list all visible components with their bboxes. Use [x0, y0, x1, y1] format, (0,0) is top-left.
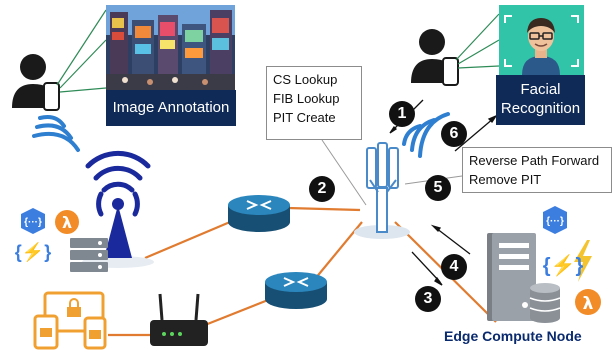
- database-icon: [529, 283, 561, 323]
- lambda-symbol-left: λ: [62, 213, 72, 232]
- router-box-pointer: [321, 139, 367, 206]
- user-right-head: [419, 29, 445, 55]
- locked-devices-icon: [33, 291, 107, 350]
- facial-recognition-line1: Facial: [520, 81, 561, 99]
- step-4-badge: 4: [441, 254, 467, 280]
- link-router-a-ap: [287, 206, 361, 212]
- reverse-path-box: Reverse Path Forward Remove PIT: [462, 147, 612, 193]
- user-right: [411, 29, 459, 86]
- lambda-icon-right: [575, 289, 601, 315]
- step-1-badge: 1: [389, 101, 415, 127]
- router-op-pit-create: PIT Create: [273, 110, 336, 125]
- user-left-head: [20, 54, 46, 80]
- lambda-symbol-right: λ: [583, 294, 594, 314]
- wifi-waves-left: [32, 115, 80, 152]
- access-point: [354, 142, 410, 239]
- reverse-path-forward-text: Reverse Path Forward: [469, 153, 600, 168]
- link-router-b-home-router: [204, 298, 269, 327]
- step-5-badge: 5: [425, 175, 451, 201]
- city-photo: [106, 5, 235, 90]
- edge-compute-node-label: Edge Compute Node: [444, 328, 582, 344]
- facial-recognition-label: Facial Recognition: [496, 75, 585, 125]
- api-symbol-right: {···}: [546, 216, 564, 227]
- bolt-icon-right: [574, 240, 592, 282]
- router-a: [228, 195, 290, 232]
- api-icon-right: [543, 206, 567, 234]
- step-6-badge: 6: [441, 121, 467, 147]
- function-icon-left: {⚡}: [15, 241, 51, 263]
- user-left-phone: [43, 82, 60, 111]
- image-annotation-text: Image Annotation: [112, 98, 230, 116]
- face-image: [499, 5, 584, 75]
- svg-text:{⚡}: {⚡}: [15, 241, 51, 263]
- wifi-waves-right: [402, 112, 450, 158]
- router-op-cs-lookup: CS Lookup: [273, 72, 338, 87]
- face-link-lines: [455, 13, 500, 69]
- facial-recognition-line2: Recognition: [500, 100, 581, 117]
- remove-pit-text: Remove PIT: [469, 172, 542, 187]
- lambda-icon-left: [55, 210, 79, 234]
- api-symbol-left: {···}: [24, 217, 42, 228]
- server-stack-icon: [70, 238, 108, 272]
- user-left: [12, 54, 60, 111]
- link-ap-router-b: [309, 221, 363, 286]
- link-tower-router-a: [144, 220, 231, 260]
- user-right-phone: [442, 57, 459, 86]
- router-op-fib-lookup: FIB Lookup: [273, 91, 340, 106]
- home-router-icon: [150, 293, 208, 346]
- function-symbol-right: {⚡}: [543, 253, 584, 277]
- router-b: [265, 272, 327, 309]
- router-operations-box: CS Lookup FIB Lookup PIT Create: [266, 66, 362, 140]
- edge-server-icon: [487, 233, 536, 321]
- photo-link-lines: [56, 9, 107, 93]
- step-2-badge: 2: [309, 176, 335, 202]
- api-icon-left: [21, 208, 45, 234]
- image-annotation-label: Image Annotation: [106, 90, 236, 126]
- tower-body: [104, 205, 132, 258]
- step-3-badge: 3: [415, 286, 441, 312]
